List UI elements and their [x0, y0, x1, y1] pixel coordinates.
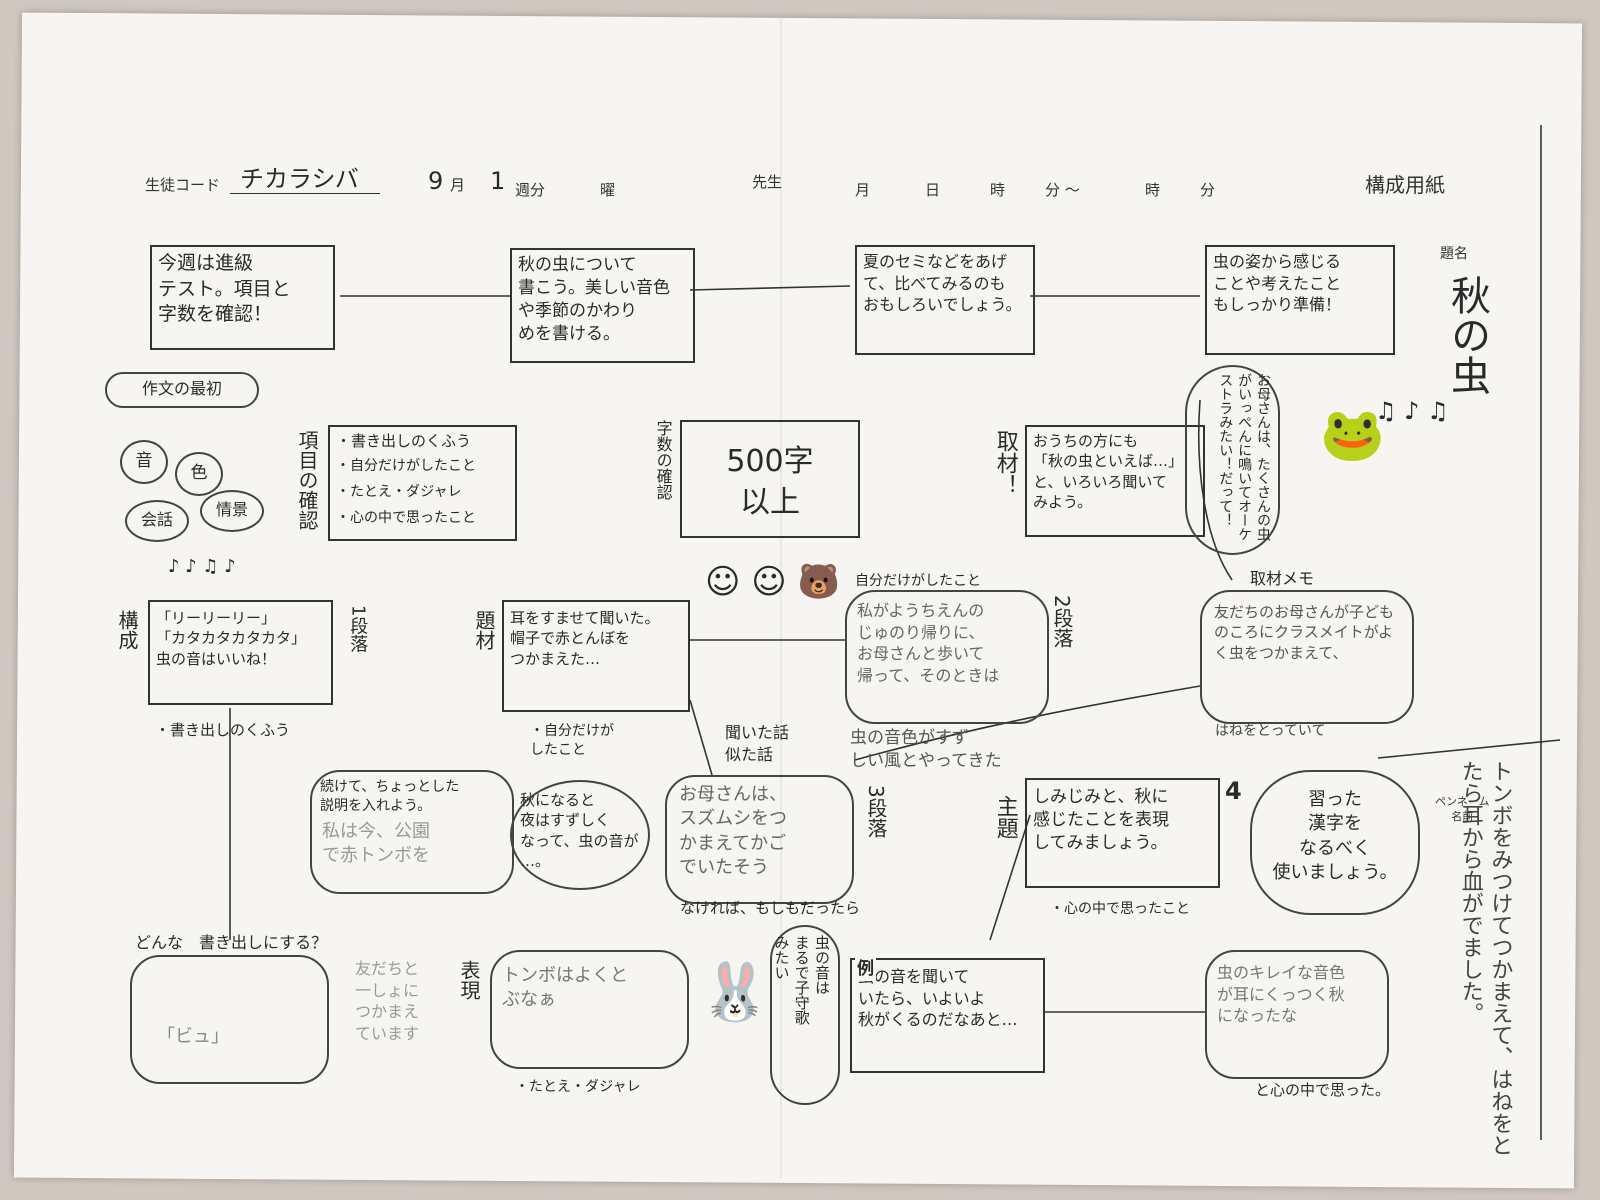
bubble-color: 色	[175, 452, 223, 496]
teacher-label: 先生	[752, 173, 783, 191]
friends-faint: 友だちと 一しょに つかまえ ています	[355, 959, 420, 1043]
title-value: 秋の虫	[1444, 275, 1490, 395]
bubble-sound: 音	[120, 440, 168, 484]
para1-note: ・書き出しのくふう	[155, 721, 291, 739]
example-label: 例	[855, 958, 876, 981]
intro-label: 作文の最初	[105, 372, 259, 408]
memo-label: 取材メモ	[1250, 569, 1315, 588]
memo-text: 友だちのお母さんが子どものころにクラスメイトがよく虫をつかまえて、	[1214, 603, 1395, 662]
continue-cloud: 続けて、ちょっとした 説明を入れよう。 私は今、公園 で赤トンボを	[310, 770, 514, 894]
student-code-value: チカラシバ	[240, 165, 359, 193]
memo-cloud: 友だちのお母さんが子どものころにクラスメイトがよく虫をつかまえて、	[1200, 590, 1414, 724]
song-bubble: 虫の音は まるで子守歌 みたい	[770, 925, 840, 1105]
month-value: 9	[428, 167, 444, 195]
para1-box: 「リーリーリー」 「カタカタカタカタ」 虫の音はいいね！	[148, 600, 333, 705]
example-box: 虫の音を聞いて いたら、いよいよ 秋がくるのだなあと…	[850, 958, 1045, 1073]
topic-note: ・自分だけが したこと	[530, 723, 614, 758]
items-box: ・書き出しのくふう ・自分だけがしたこと ・たとえ・ダジャレ ・心の中で思ったこ…	[328, 425, 517, 541]
para2-head: 自分だけがしたこと	[855, 573, 981, 589]
continue-faint: 私は今、公園 で赤トンボを	[322, 821, 430, 867]
para3-label: 3段落	[864, 785, 888, 838]
time-min2-label: 分	[1200, 181, 1216, 199]
bubble-dialogue: 会話	[125, 500, 189, 542]
para2-tail: 虫の音色がすず しい風とやってきた	[850, 728, 1002, 771]
continue-text: 続けて、ちょっとした 説明を入れよう。	[320, 779, 460, 814]
time-hour1-label: 時	[990, 181, 1006, 199]
final-faint: 虫のキレイな音色 が耳にくっつく秋 になったな	[1217, 963, 1346, 1026]
para4-label: 4	[1225, 777, 1242, 805]
research-label: 取材！	[992, 430, 1018, 496]
frog-icon: 🐸	[1320, 405, 1385, 465]
item-opening: ・書き出しのくふう	[336, 432, 472, 450]
music-notes-icon: ♪ ♪ ♫ ♪	[168, 556, 236, 577]
faces-bear-icon: ☺ ☺ 🐻	[705, 562, 840, 602]
rabbit-icon: 🐰	[700, 960, 770, 1025]
para2-text: 私がようちえんの じゅのり帰りに、 お母さんと歩いて 帰って、そのときは	[857, 601, 1000, 685]
opening-faint: 「ビュ」	[157, 1026, 229, 1047]
right-margin-note: トンボをみつけてつかまえて、はねをと たら耳から血がでました。	[1457, 760, 1513, 1156]
paper-fold	[780, 18, 782, 1178]
student-code-underline	[230, 193, 380, 194]
para2-label: 2段落	[1050, 595, 1074, 648]
date-day-label: 日	[925, 181, 941, 199]
penname-label: ペンネーム 名前	[1435, 795, 1490, 823]
month-label: 月	[450, 176, 466, 194]
time-min1-label: 分 ～	[1045, 181, 1080, 199]
structure-label: 構成	[115, 610, 139, 650]
expression-note: ・たとえ・ダジャレ	[515, 1079, 641, 1095]
item-metaphor: ・たとえ・ダジャレ	[336, 484, 462, 500]
title-label: 題名	[1440, 246, 1468, 262]
count-box: 500字 以上	[680, 420, 860, 538]
opening-cloud: 「ビュ」	[130, 955, 329, 1084]
final-note: と心の中で思った。	[1255, 1081, 1391, 1099]
bubble-scene: 情景	[200, 490, 264, 532]
music-notes-right-icon: ♫ ♪ ♫	[1375, 397, 1449, 425]
expression-label: 表現	[457, 960, 481, 1000]
theme-box: しみじみと、秋に 感じたことを表現 してみましょう。	[1025, 778, 1220, 888]
item-unique: ・自分だけがしたこと	[336, 458, 476, 474]
top-box-3: 夏のセミなどをあげ て、比べてみるのも おもしろいでしょう。	[855, 245, 1035, 355]
opening-question: どんな 書き出しにする？	[135, 933, 328, 952]
theme-label: 主題	[992, 795, 1018, 839]
form-title: 構成用紙	[1365, 173, 1445, 197]
topic-box: 耳をすませて聞いた。 帽子で赤とんぼを つかまえた…	[502, 600, 690, 712]
week-value: 1	[490, 167, 506, 195]
items-check-label: 項目の確認	[295, 430, 319, 530]
item-feeling: ・心の中で思ったこと	[336, 510, 476, 526]
top-box-4: 虫の姿から感じる ことや考えたこと もしっかり準備！	[1205, 245, 1395, 355]
theme-note: ・心の中で思ったこと	[1050, 901, 1190, 917]
weekday-label: 曜	[600, 181, 616, 199]
para3-text: お母さんは、 スズムシをつ かまえてかご でいたそう	[679, 784, 787, 878]
para1-label: 1段落	[347, 605, 369, 653]
date-month-label: 月	[855, 181, 871, 199]
kanji-cloud: 習った 漢字を なるべく 使いましょう。	[1250, 770, 1420, 915]
topic-label: 題材	[472, 610, 496, 650]
week-label: 週分	[515, 181, 546, 199]
student-code-label: 生徒コード	[145, 176, 221, 194]
top-box-1: 今週は進級 テスト。項目と 字数を確認！	[150, 245, 335, 350]
expression-cloud: トンボはよくと ぶなぁ	[490, 950, 689, 1069]
time-hour2-label: 時	[1145, 181, 1161, 199]
final-cloud: 虫のキレイな音色 が耳にくっつく秋 になったな	[1205, 950, 1389, 1079]
heard-label: 聞いた話 似た話	[725, 723, 790, 764]
mother-speech-bubble: お母さんは、たくさんの虫がいっぺんに鳴いてオーケストラみたい！だって！	[1185, 365, 1280, 555]
para2-cloud: 私がようちえんの じゅのり帰りに、 お母さんと歩いて 帰って、そのときは	[845, 590, 1049, 724]
para3-tail: なければ、もしもだったら	[680, 899, 861, 917]
para3-cloud: お母さんは、 スズムシをつ かまえてかご でいたそう	[665, 775, 854, 904]
research-box: おうちの方にも 「秋の虫といえば…」 と、いろいろ聞いて みよう。	[1025, 425, 1205, 537]
expression-text: トンボはよくと ぶなぁ	[502, 965, 628, 1011]
memo-tail: はねをとっていて	[1215, 723, 1326, 739]
count-check-label: 字数の確認	[653, 420, 673, 500]
top-box-2: 秋の虫について 書こう。美しい音色 や季節のかわり めを書ける。	[510, 248, 695, 363]
autumn-bubble: 秋になると 夜はすずしく なって、虫の音が …。	[510, 780, 650, 890]
